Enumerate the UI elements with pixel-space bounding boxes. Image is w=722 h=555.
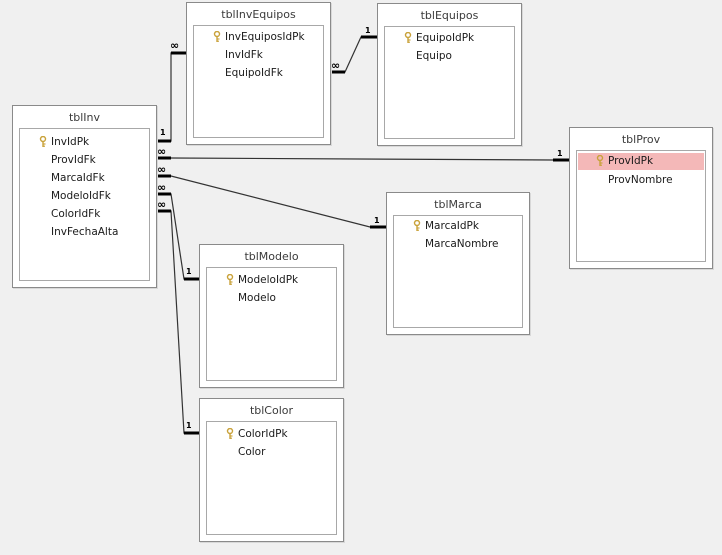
primary-key-icon	[213, 31, 221, 42]
field-name: ColorIdPk	[238, 428, 288, 440]
field-name: MarcaIdPk	[425, 220, 479, 232]
field-name: EquipoIdPk	[416, 32, 475, 44]
primary-key-icon	[413, 220, 421, 231]
relationship-line-inv-color[interactable]	[157, 210, 199, 434]
field-name: InvIdPk	[51, 136, 90, 148]
primary-key-icon	[404, 32, 412, 43]
table-tblMarca[interactable]: tblMarca MarcaIdPk MarcaNombre	[386, 192, 530, 335]
field-row[interactable]: InvIdPk	[21, 134, 148, 151]
table-title[interactable]: tblMarca	[434, 198, 482, 211]
field-name: InvIdFk	[225, 49, 263, 61]
field-name: ModeloIdPk	[238, 274, 299, 286]
field-list: InvIdPk ProvIdFk MarcaIdFk ModeloIdFk Co…	[19, 128, 150, 281]
field-list: MarcaIdPk MarcaNombre	[393, 215, 523, 328]
cardinality-many-label: ∞	[157, 198, 166, 211]
field-row[interactable]: ModeloIdPk	[208, 272, 335, 289]
table-title[interactable]: tblColor	[249, 404, 294, 417]
field-row[interactable]: EquipoIdFk	[195, 65, 322, 82]
table-title[interactable]: tblModelo	[244, 250, 299, 263]
cardinality-one-label: 1	[160, 128, 166, 137]
cardinality-many-label: ∞	[157, 181, 166, 194]
table-title[interactable]: tblInvEquipos	[221, 8, 296, 21]
table-title[interactable]: tblProv	[621, 133, 661, 146]
field-name: Modelo	[238, 292, 276, 304]
field-list: ColorIdPk Color	[206, 421, 337, 535]
field-list: ModeloIdPk Modelo	[206, 267, 337, 381]
table-tblInv[interactable]: tblInv InvIdPk ProvIdFk MarcaIdFk Modelo…	[12, 105, 157, 288]
table-tblModelo[interactable]: tblModelo ModeloIdPk Modelo	[199, 244, 344, 388]
field-list: InvEquiposIdPk InvIdFk EquipoIdFk	[193, 25, 324, 138]
cardinality-one-label: 1	[374, 216, 380, 225]
field-name: ModeloIdFk	[51, 190, 111, 202]
field-name: InvFechaAlta	[51, 226, 119, 238]
table-title[interactable]: tblEquipos	[420, 9, 479, 22]
field-row[interactable]: Equipo	[386, 48, 513, 65]
cardinality-many-label: ∞	[157, 163, 166, 176]
field-row[interactable]: ColorIdPk	[208, 426, 335, 443]
field-row[interactable]: MarcaIdFk	[21, 170, 148, 187]
field-list: EquipoIdPk Equipo	[384, 26, 515, 139]
primary-key-icon	[39, 136, 47, 147]
primary-key-icon	[226, 428, 234, 439]
table-tblInvEquipos[interactable]: tblInvEquipos InvEquiposIdPk InvIdFk Equ…	[186, 2, 331, 145]
relationship-line-inv-marca[interactable]	[157, 175, 386, 228]
field-name: EquipoIdFk	[225, 67, 283, 79]
primary-key-icon	[226, 274, 234, 285]
cardinality-one-label: 1	[557, 149, 563, 158]
field-row[interactable]: ModeloIdFk	[21, 188, 148, 205]
field-list: ProvIdPk ProvNombre	[576, 150, 706, 262]
field-name: Color	[238, 446, 266, 458]
field-row[interactable]: ColorIdFk	[21, 206, 148, 223]
cardinality-many-label: ∞	[331, 59, 340, 72]
field-name: MarcaIdFk	[51, 172, 105, 184]
cardinality-many-label: ∞	[170, 39, 179, 52]
primary-key-icon	[596, 155, 604, 166]
field-row[interactable]: InvEquiposIdPk	[195, 29, 322, 46]
field-name: ProvNombre	[608, 174, 673, 186]
field-name: ProvIdFk	[51, 154, 96, 166]
table-tblColor[interactable]: tblColor ColorIdPk Color	[199, 398, 344, 542]
field-row[interactable]: Color	[208, 444, 335, 461]
field-name: ColorIdFk	[51, 208, 101, 220]
field-row[interactable]: ProvIdFk	[21, 152, 148, 169]
field-row[interactable]: InvIdFk	[195, 47, 322, 64]
relationship-line-inv-prov[interactable]	[157, 157, 569, 161]
cardinality-many-label: ∞	[157, 145, 166, 158]
field-name: MarcaNombre	[425, 238, 499, 250]
cardinality-one-label: 1	[186, 267, 192, 276]
field-name: ProvIdPk	[608, 155, 654, 167]
table-tblEquipos[interactable]: tblEquipos EquipoIdPk Equipo	[377, 3, 522, 146]
field-row[interactable]: MarcaIdPk	[395, 218, 521, 235]
table-tblProv[interactable]: tblProv ProvIdPk ProvNombre	[569, 127, 713, 269]
field-name: InvEquiposIdPk	[225, 31, 305, 43]
field-row-selected[interactable]: ProvIdPk	[578, 153, 704, 170]
field-row[interactable]: InvFechaAlta	[21, 224, 148, 241]
field-name: Equipo	[416, 50, 452, 62]
field-row[interactable]: Modelo	[208, 290, 335, 307]
table-title[interactable]: tblInv	[68, 111, 101, 124]
field-row[interactable]: MarcaNombre	[395, 236, 521, 253]
field-row[interactable]: ProvNombre	[578, 172, 704, 189]
cardinality-one-label: 1	[365, 26, 371, 35]
cardinality-one-label: 1	[186, 421, 192, 430]
field-row[interactable]: EquipoIdPk	[386, 30, 513, 47]
